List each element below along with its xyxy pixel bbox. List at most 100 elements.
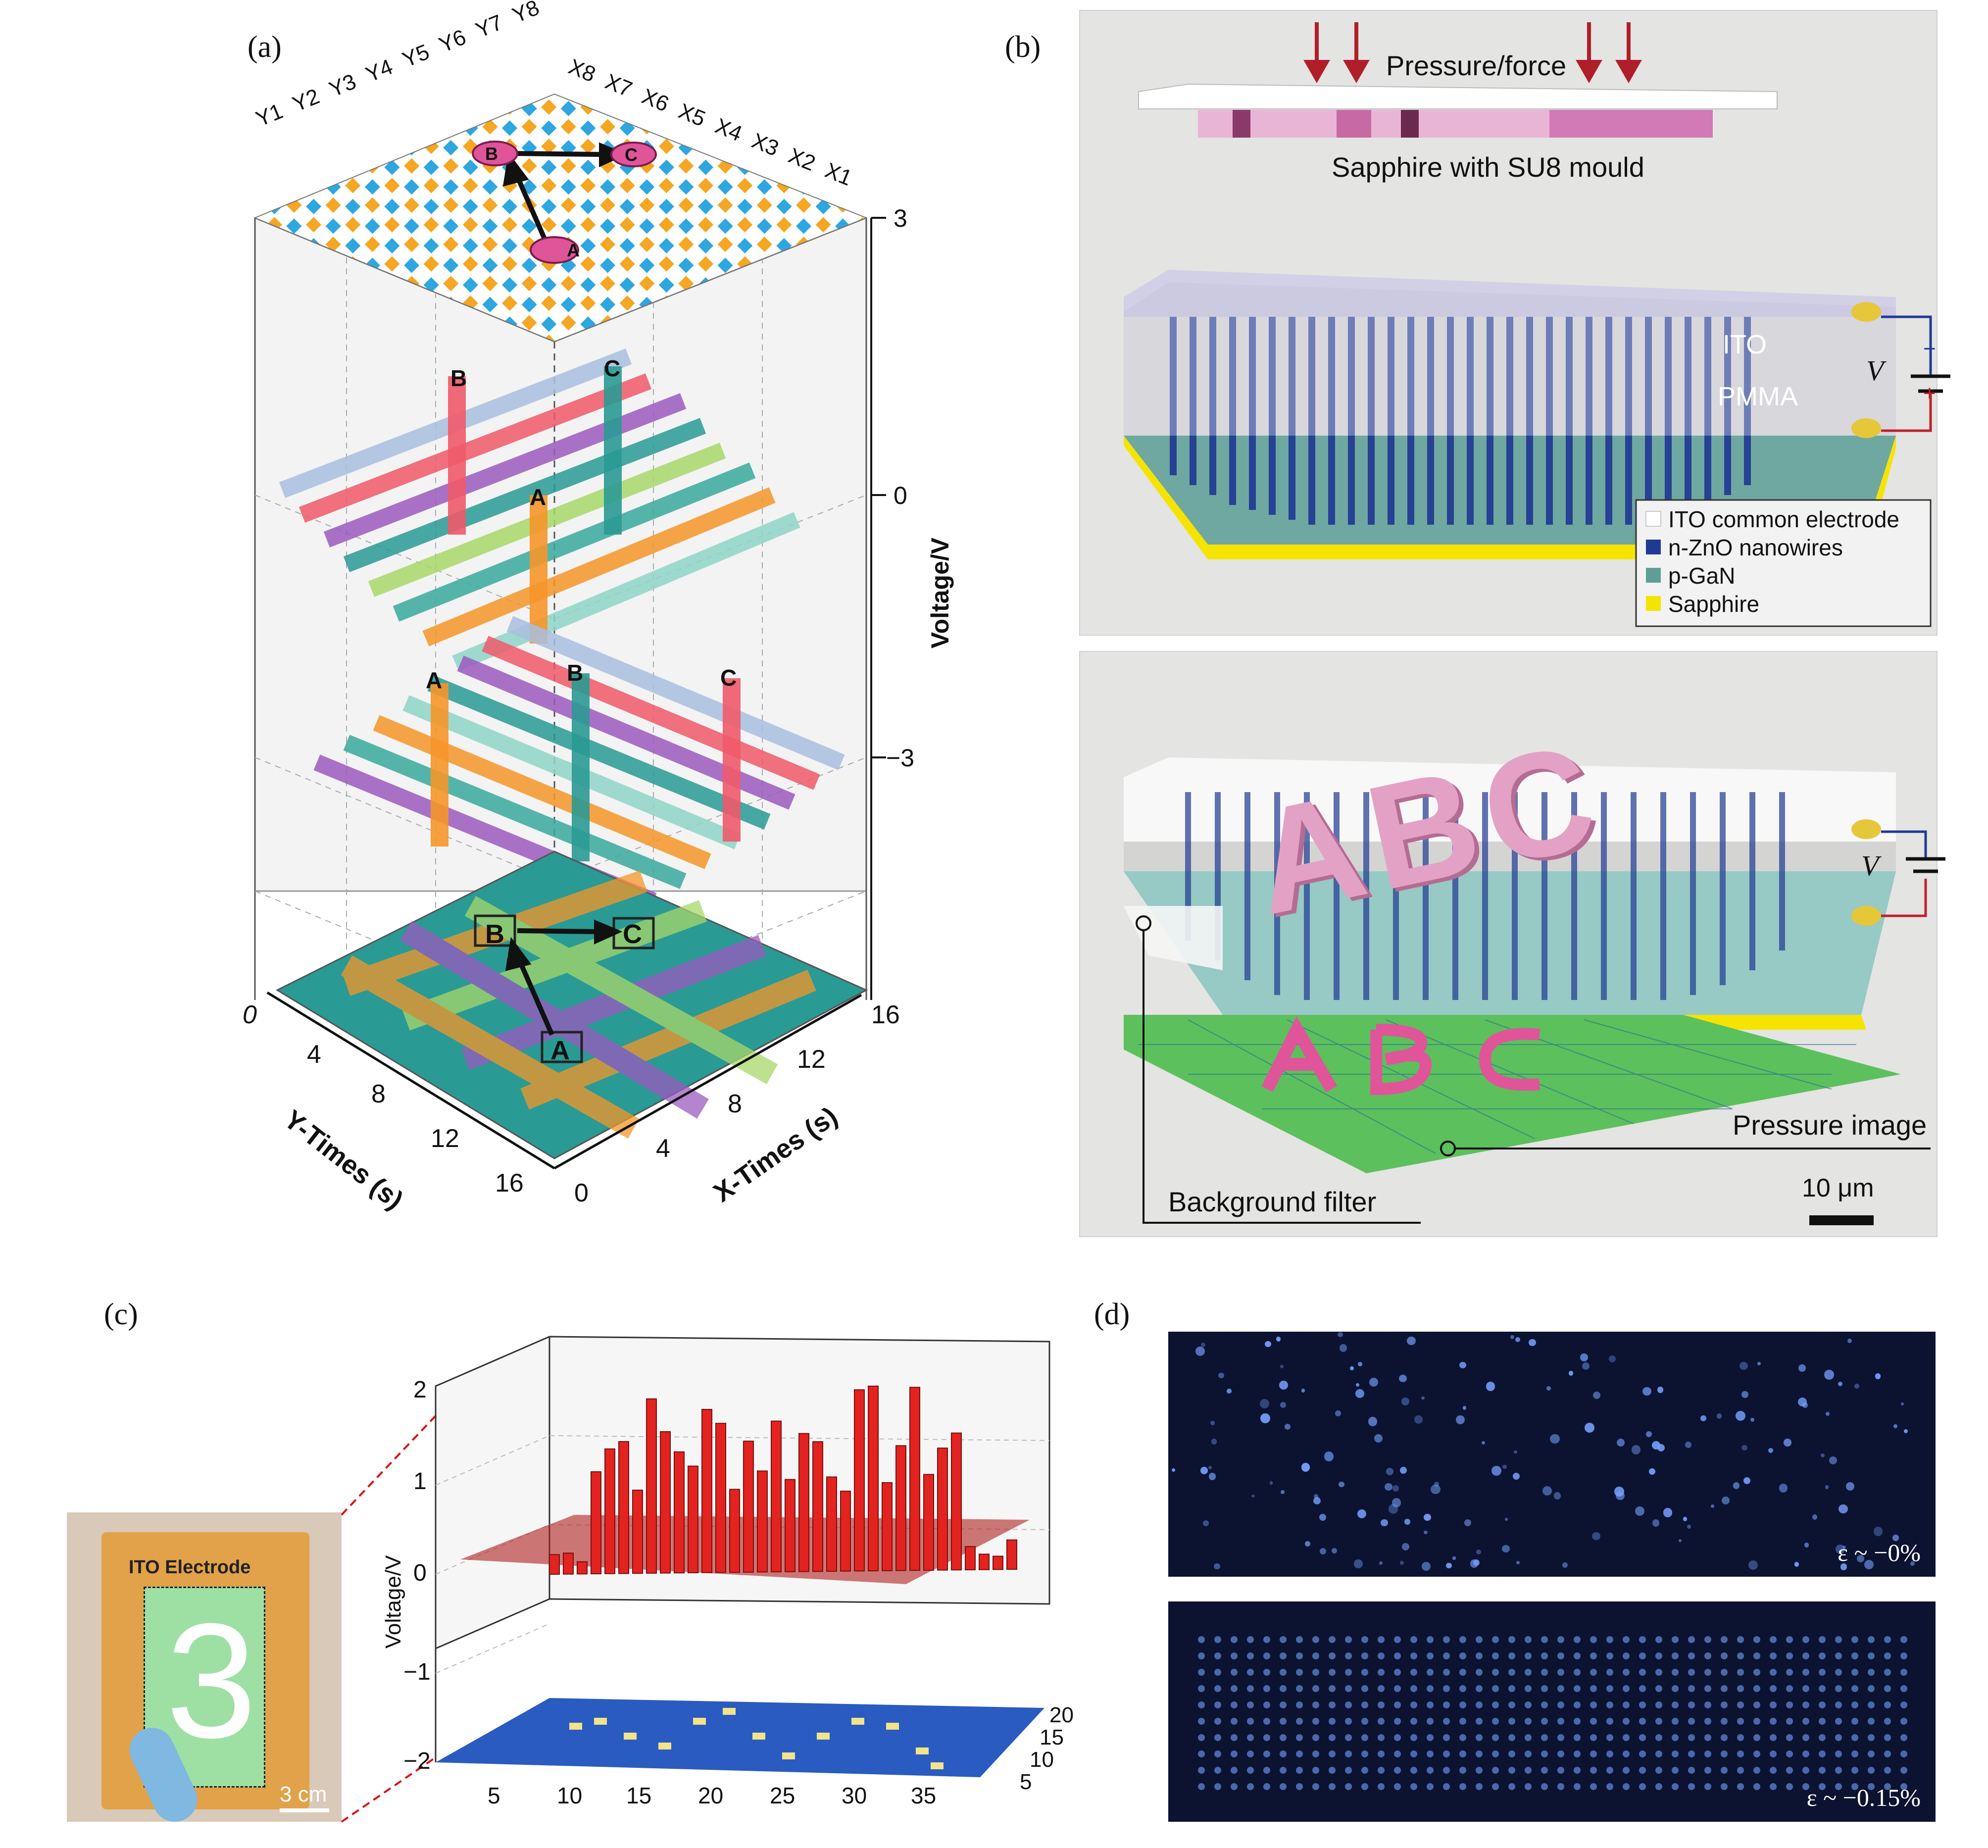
voltage-bar [798,1433,809,1572]
emission-spot [1550,1434,1560,1444]
strain-image-bottom: ε ~ −0.15% [1168,1601,1936,1822]
emission-spot [1835,1544,1845,1554]
emission-spot [1688,1652,1695,1659]
emission-spot [1329,1767,1336,1774]
emission-spot [1378,1652,1385,1659]
emission-spot [1427,1669,1434,1676]
emission-spot [1900,1783,1907,1790]
emission-spot [1893,1424,1897,1429]
emission-spot [1378,1718,1385,1725]
emission-spot [1657,1387,1664,1393]
emission-spot [1614,1486,1625,1497]
emission-spot [1900,1718,1907,1725]
emission-spot [1741,1391,1748,1398]
emission-spot [1459,1750,1466,1757]
emission-spot [1525,1734,1532,1741]
emission-spot [1443,1669,1450,1676]
emission-spot [1838,1382,1842,1387]
emission-spot [1301,1389,1305,1393]
emission-spot [1508,1718,1515,1725]
emission-spot [1378,1767,1385,1774]
emission-spot [1394,1734,1401,1741]
emission-spot [1329,1701,1336,1708]
emission-spot [1459,1669,1466,1676]
emission-spot [1345,1767,1352,1774]
emission-spot [1590,1734,1597,1741]
emission-spot [1312,1652,1319,1659]
bottom-label-a: A [550,1036,570,1065]
ito-label: ITO [1723,330,1767,359]
emission-spot [1357,1509,1366,1519]
emission-spot [1443,1685,1450,1692]
emission-spot [1349,1366,1354,1370]
voltage-bar [674,1451,685,1574]
emission-spot [1737,1767,1744,1774]
emission-spot [1623,1750,1630,1757]
emission-spot [1280,1701,1287,1708]
emission-spot [1623,1767,1630,1774]
lower-label-c: C [720,665,737,691]
emission-spot [1868,1750,1875,1757]
marker-a-top-label: A [567,240,580,260]
emission-spot [1525,1750,1532,1757]
voltage-bar [868,1386,879,1572]
emission-spot [1410,1685,1417,1692]
device-photo: ITO Electrode 3 3 cm [67,1512,342,1829]
marker-a-top [530,236,579,264]
x-times-tick-0: 0 [574,1179,589,1207]
emission-spot [1361,1652,1368,1659]
emission-spot [1296,1767,1303,1774]
emission-spot [1464,1519,1472,1527]
emission-spot [1345,1718,1352,1725]
emission-spot [1345,1685,1352,1692]
emission-spot [1508,1701,1515,1708]
bottom-label-c: C [623,919,642,949]
emission-spot [1688,1718,1695,1725]
emission-spot [1753,1767,1760,1774]
emission-spot [1394,1701,1401,1708]
emission-spot [1443,1718,1450,1725]
emission-spot [1753,1734,1760,1741]
emission-spot [1639,1636,1646,1643]
emission-spot [1721,1718,1728,1725]
emission-spot [1819,1685,1826,1692]
photo-ito-label: ITO Electrode [129,1557,251,1578]
emission-spot [1541,1767,1548,1774]
upper-label-a: A [530,484,546,510]
emission-spot [1557,1636,1564,1643]
voltage-bar [826,1476,837,1572]
emission-spot [1623,1636,1630,1643]
emission-spot [1459,1767,1466,1774]
emission-spot [1642,1387,1651,1396]
emission-spot [1884,1701,1891,1708]
emission-spot [1835,1783,1842,1790]
emission-spot [1459,1652,1466,1659]
emission-spot [1214,1669,1221,1676]
emission-spot [1394,1636,1401,1643]
emission-spot [1280,1750,1287,1757]
emission-spot [1802,1701,1809,1708]
emission-spot [1354,1559,1363,1568]
plus-sign: + [1923,381,1936,405]
heatmap-cell [594,1718,607,1725]
emission-spot [1431,1484,1441,1495]
emission-spot [1247,1718,1254,1725]
emission-spot [1851,1783,1858,1790]
y-times-tick-0: 0 [243,1000,257,1029]
c-x-tick-5: 5 [488,1783,500,1808]
strain-image-top: ε ~ −0% [1168,1332,1936,1577]
emission-spot [1529,1339,1536,1347]
emission-spot [1804,1543,1809,1548]
emission-spot [1424,1531,1428,1535]
emission-spot [1492,1636,1499,1643]
emission-spot [1459,1783,1466,1790]
emission-spot [1574,1701,1581,1708]
emission-spot [1324,1451,1334,1461]
photo-scale-bar [280,1808,329,1812]
emission-spot [1819,1636,1826,1643]
emission-spot [1276,1337,1281,1342]
emission-spot [1802,1636,1809,1643]
emission-spot [1394,1718,1401,1725]
emission-spot [1492,1669,1499,1676]
emission-spot [1672,1636,1679,1643]
